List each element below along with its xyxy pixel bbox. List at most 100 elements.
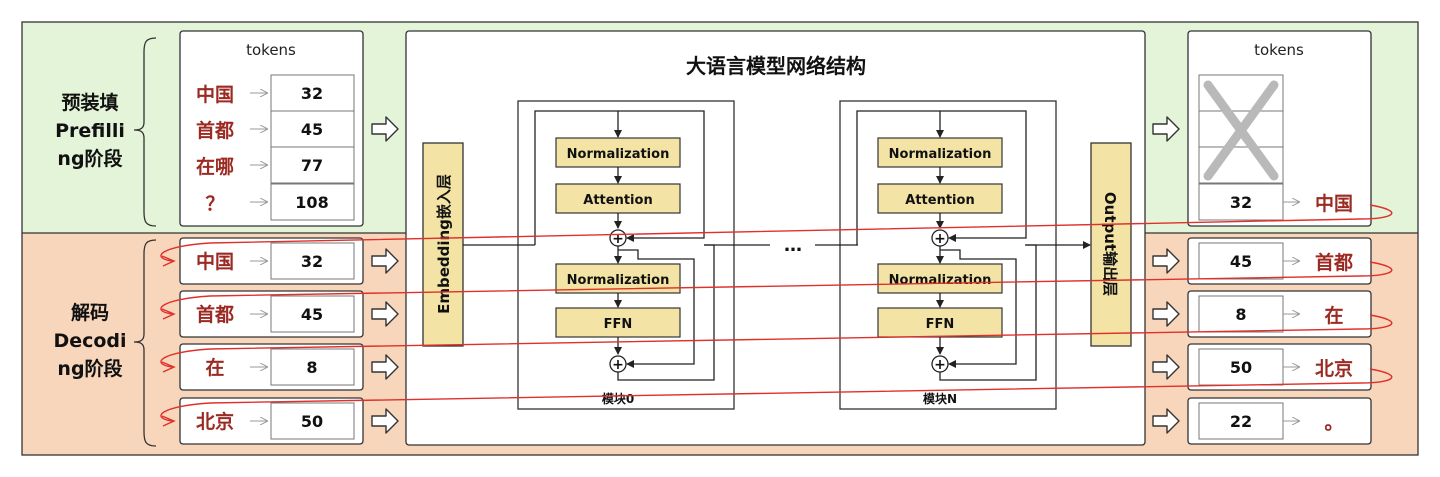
- prefill-label-line-1: 预装填: [61, 91, 118, 114]
- token-id-cell: [270, 402, 355, 440]
- decode-brace: [133, 239, 157, 447]
- right-prefill-word: 中国: [1315, 192, 1353, 215]
- connector: [940, 110, 1027, 242]
- layer-box: [555, 137, 681, 168]
- token-word: 在: [1324, 304, 1343, 327]
- token-id: 32: [301, 252, 323, 271]
- token-id-cell: [1198, 242, 1284, 280]
- embedding-label: Embedding嵌入层: [435, 174, 453, 314]
- layer-label: Normalization: [889, 273, 992, 288]
- decode-label-line-2: Decodi: [53, 330, 126, 352]
- connector: [618, 249, 695, 368]
- connector: [618, 110, 705, 242]
- token-word: 首都: [1315, 251, 1353, 274]
- token-id: 45: [301, 305, 323, 324]
- token-word: 中国: [196, 250, 234, 273]
- decode-label-line-1: 解码: [71, 301, 109, 324]
- layer-label: Normalization: [889, 147, 992, 162]
- plus-glyph: +: [612, 231, 624, 247]
- left-decode-row: 中国 32: [179, 237, 364, 285]
- output-label: Output输出层: [1101, 192, 1119, 296]
- transformer-block: NormalizationAttentionNormalizationFFN++…: [517, 100, 735, 410]
- feedback-loops: [160, 204, 1393, 427]
- layer-box: [877, 307, 1003, 338]
- ellipsis: …: [784, 235, 802, 256]
- token-id: 50: [301, 412, 323, 431]
- feedback-loop: [160, 204, 1393, 262]
- output-arrow: [1152, 354, 1180, 380]
- input-arrow: [371, 248, 399, 274]
- left-prefill-row: ？108: [205, 183, 355, 221]
- left-prefill-row: 在哪 77: [196, 146, 355, 184]
- input-arrow: [371, 354, 399, 380]
- input-arrow: [371, 408, 399, 434]
- layer-box: [877, 137, 1003, 168]
- output-arrow: [1152, 116, 1180, 142]
- token-id-cell: [1198, 402, 1284, 440]
- token-id-cell: [270, 74, 355, 112]
- layer-box: [877, 263, 1003, 294]
- token-id: 45: [1230, 252, 1252, 271]
- token-id-cell: [270, 295, 355, 333]
- token-id-cell: [270, 183, 355, 221]
- token-id: 50: [1230, 358, 1252, 377]
- discarded-outputs: [1198, 74, 1284, 184]
- plus-glyph: +: [934, 357, 946, 373]
- right-prefill-id-cell: [1198, 183, 1284, 221]
- layer-box: [555, 183, 681, 214]
- token-id: 77: [301, 156, 323, 175]
- connector: [940, 249, 1017, 368]
- prefill-label-line-2: Prefilli: [55, 120, 125, 142]
- left-prefill-row: 首都 45: [196, 110, 355, 148]
- cross-out-mark: [1203, 80, 1279, 181]
- token-id: 8: [306, 358, 317, 377]
- right-arrows: [1152, 116, 1180, 434]
- feedback-arrowhead: [161, 361, 176, 373]
- output-arrow: [1152, 408, 1180, 434]
- feedback-arrowhead: [161, 415, 176, 427]
- token-id: 22: [1230, 412, 1252, 431]
- connector: [856, 110, 944, 245]
- output-layer: [1090, 142, 1132, 347]
- layer-label: FFN: [926, 317, 955, 332]
- right-tokens-header: tokens: [1254, 41, 1304, 59]
- transformer-block: NormalizationAttentionNormalizationFFN++…: [839, 100, 1057, 410]
- plus-glyph: +: [934, 231, 946, 247]
- token-word: 在: [205, 356, 224, 379]
- decode-phase-label: 解码 Decodi ng阶段: [53, 301, 126, 380]
- input-arrow: [371, 116, 399, 142]
- token-id-cell: [270, 242, 355, 280]
- token-id: 45: [301, 120, 323, 139]
- token-id: 8: [1235, 305, 1246, 324]
- layer-label: Attention: [583, 193, 652, 208]
- token-word: 在哪: [196, 155, 234, 178]
- token-id-cell: [270, 348, 355, 386]
- output-arrow: [1152, 301, 1180, 327]
- token-word: 首都: [196, 119, 234, 142]
- feedback-loop: [160, 368, 1393, 422]
- layer-label: FFN: [604, 317, 633, 332]
- token-word: 。: [1324, 412, 1343, 434]
- right-decode-row: 45 首都: [1187, 237, 1372, 285]
- right-decode-row: 22 。: [1187, 397, 1372, 445]
- layer-box: [877, 183, 1003, 214]
- output-arrow: [1152, 248, 1180, 274]
- token-word: ？: [205, 193, 224, 215]
- feedback-arrowhead: [161, 255, 176, 267]
- connector: [534, 110, 622, 245]
- block-label: 模块N: [923, 391, 957, 406]
- layer-box: [555, 307, 681, 338]
- input-arrow: [371, 301, 399, 327]
- layer-label: Normalization: [567, 273, 670, 288]
- embedding-layer: [422, 142, 464, 347]
- token-id-cell: [270, 146, 355, 184]
- feedback-arrowhead: [161, 308, 176, 320]
